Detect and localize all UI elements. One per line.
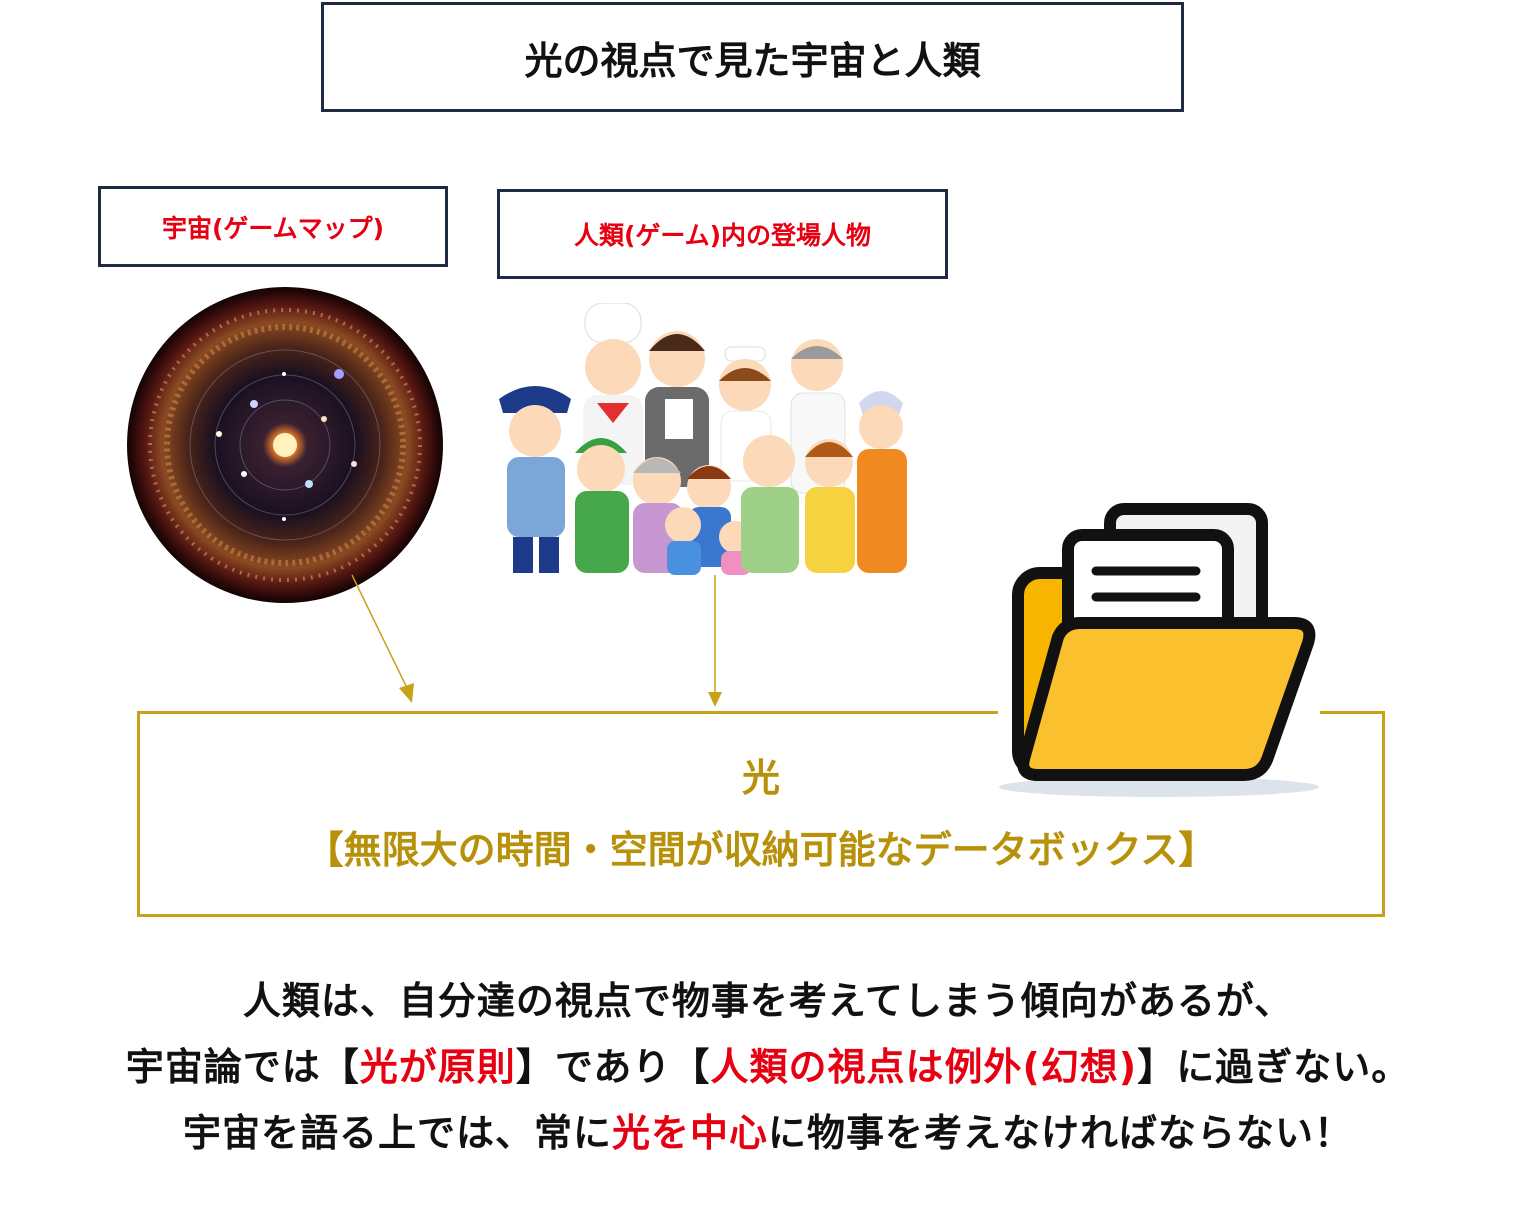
universe-label-box: 宇宙(ゲームマップ) [98, 186, 448, 267]
summary-highlight-light-center: 光を中心 [611, 1111, 768, 1155]
summary-line-1: 人類は、自分達の視点で物事を考えてしまう傾向があるが、 [242, 979, 1294, 1023]
people-label-box: 人類(ゲーム)内の登場人物 [497, 189, 948, 279]
summary-line-2: 宇宙論では【光が原則】であり【人類の視点は例外(幻想)】に過ぎない。 [0, 1034, 1536, 1100]
summary-line-3: 宇宙を語る上では、常に光を中心に物事を考えなければならない！ [0, 1100, 1536, 1166]
summary-highlight-human-view: 人類の視点は例外(幻想) [710, 1045, 1138, 1089]
people-label: 人類(ゲーム)内の登場人物 [573, 221, 872, 250]
summary-line-2-c: 】であり【 [515, 1045, 711, 1089]
summary-line-3-c: に物事を考えなければならない！ [768, 1111, 1354, 1155]
summary-text: 人類は、自分達の視点で物事を考えてしまう傾向があるが、 宇宙論では【光が原則】で… [0, 968, 1536, 1166]
summary-line-2-a: 宇宙論では【 [125, 1045, 360, 1089]
summary-line-2-e: 】に過ぎない。 [1137, 1045, 1411, 1089]
folder-overlay-icon [998, 487, 1320, 799]
people-group-illustration [499, 303, 907, 575]
universe-label: 宇宙(ゲームマップ) [161, 213, 385, 243]
summary-line-3-a: 宇宙を語る上では、常に [182, 1111, 612, 1155]
arrow-universe-to-light [351, 574, 414, 703]
summary-highlight-light-principle: 光が原則 [359, 1045, 516, 1089]
light-description: 【無限大の時間・空間が収納可能なデータボックス】 [305, 828, 1217, 872]
universe-map-image [127, 287, 443, 603]
light-title: 光 [741, 756, 780, 800]
arrow-people-to-light [708, 575, 722, 707]
page-title: 光の視点で見た宇宙と人類 [524, 38, 981, 83]
title-box: 光の視点で見た宇宙と人類 [321, 2, 1184, 112]
